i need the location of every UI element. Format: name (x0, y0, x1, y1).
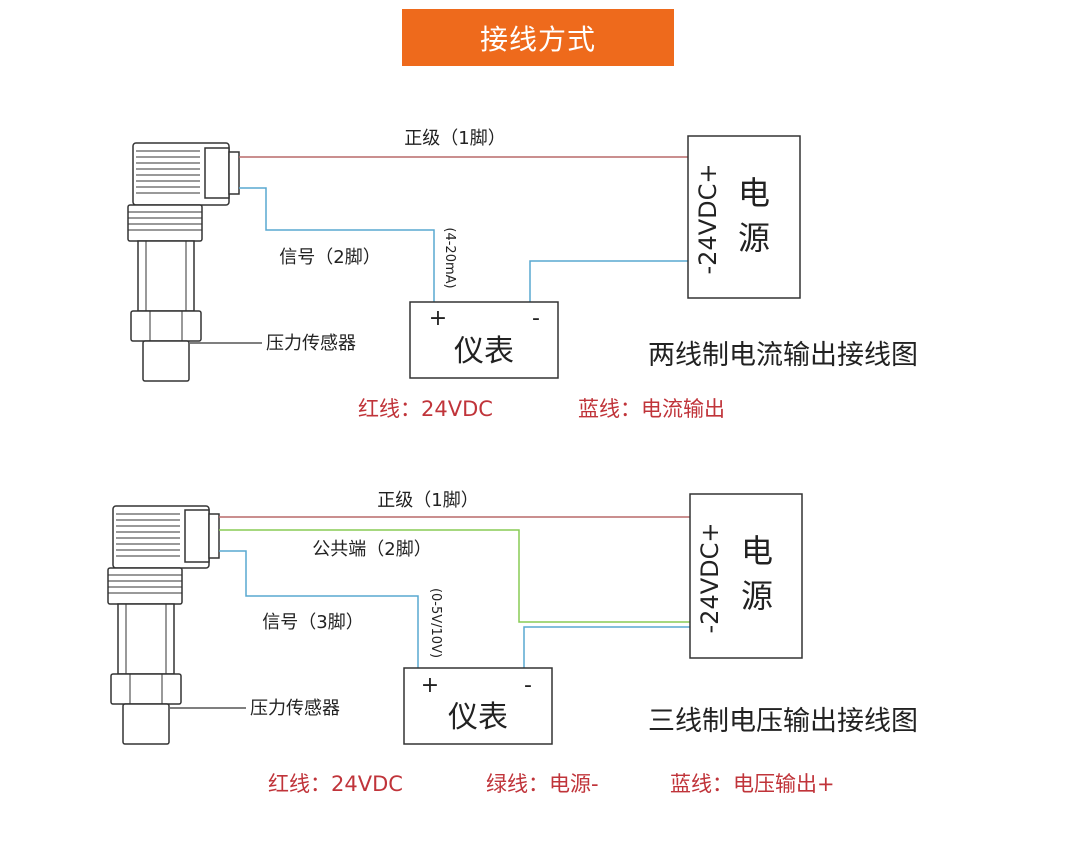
return-wire (523, 626, 690, 668)
power-voltage-label: -24VDC+ (696, 523, 724, 634)
meter-minus: - (532, 306, 540, 331)
power-name-2: 源 (741, 577, 773, 615)
return-wire (529, 260, 688, 302)
signal-wire-label: 信号（3脚） (262, 612, 363, 633)
power-name-1: 电 (741, 532, 773, 570)
common-wire-label: 公共端（2脚） (312, 539, 431, 560)
meter-plus: + (421, 673, 439, 698)
sensor-label: 压力传感器 (250, 698, 340, 719)
legend-red: 红线：24VDC (358, 397, 493, 421)
voltage-range-label: (0-5V/10V) (428, 588, 443, 658)
power-voltage-label: -24VDC+ (694, 164, 722, 275)
meter-box (409, 301, 559, 379)
power-supply-box (687, 135, 801, 299)
positive-wire-label: 正级（1脚） (377, 490, 478, 511)
signal-wire (219, 550, 419, 668)
diagram-title: 两线制电流输出接线图 (648, 340, 918, 371)
three-wire-diagram: -24VDC+ 电 源 + - 仪表 正级（1脚） 公共端（2脚） 信号（3脚）… (107, 490, 918, 796)
legend-blue: 蓝线：电压输出+ (670, 772, 835, 796)
signal-wire (239, 187, 435, 302)
meter-name: 仪表 (454, 334, 514, 369)
meter-minus: - (524, 673, 532, 698)
power-supply-box (689, 493, 803, 659)
legend-green: 绿线：电源- (486, 772, 599, 796)
diagram-title: 三线制电压输出接线图 (648, 706, 918, 737)
current-range-label: (4-20mA) (442, 227, 457, 288)
meter-box (403, 667, 553, 745)
pressure-sensor-icon (107, 505, 220, 745)
power-name-2: 源 (738, 219, 770, 257)
sensor-label: 压力传感器 (266, 333, 356, 354)
pressure-sensor-icon (127, 142, 240, 382)
signal-wire-label: 信号（2脚） (279, 247, 380, 268)
two-wire-diagram: -24VDC+ 电 源 + - 仪表 正级（1脚） 信号（2脚） (4-20mA… (127, 128, 918, 421)
legend-red: 红线：24VDC (268, 772, 403, 796)
legend-blue: 蓝线：电流输出 (578, 397, 725, 421)
page-title: 接线方式 (402, 9, 674, 66)
meter-plus: + (429, 306, 447, 331)
meter-name: 仪表 (448, 700, 508, 735)
common-wire (219, 529, 690, 623)
power-name-1: 电 (738, 174, 770, 212)
positive-wire-label: 正级（1脚） (404, 128, 505, 149)
